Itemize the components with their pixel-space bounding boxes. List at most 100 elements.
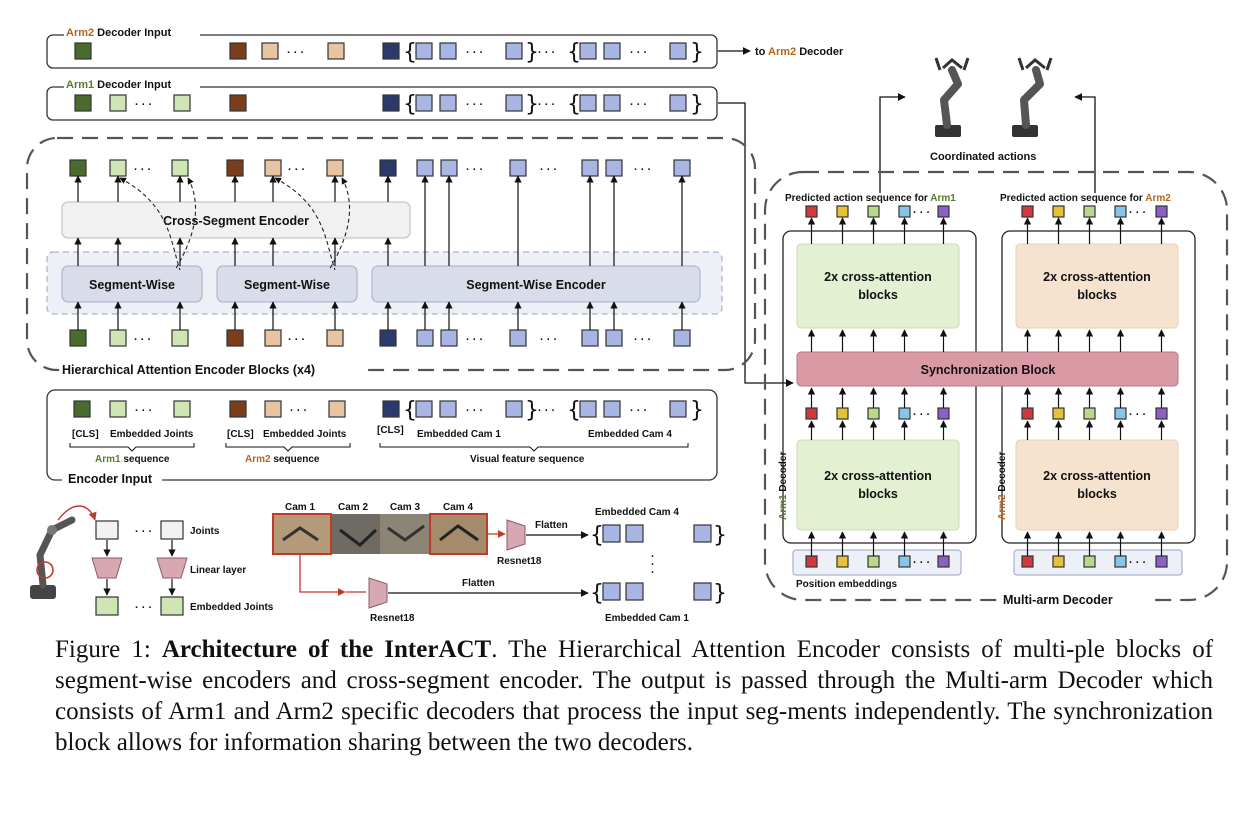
encoder-output-token [379, 159, 397, 177]
to-arm2-decoder-label: to Arm2 Decoder [755, 46, 844, 58]
encoder-block-input-token [416, 329, 434, 347]
robot-icon-arm1 [934, 57, 970, 137]
close-brace: } [690, 398, 704, 423]
arm2-bottom-cross-attn-line1: 2x cross-attention [1043, 469, 1151, 483]
arm1-cls-token [73, 400, 91, 418]
cam-token [439, 400, 457, 418]
position-embedding-token [1052, 555, 1065, 568]
pred-arm2-label: Predicted action sequence for Arm2 [1000, 193, 1171, 204]
robot-arm-icon [30, 505, 97, 599]
ellipsis: · · · [1129, 409, 1146, 421]
arm1-row-tokens: · · ·{· · ·}· · ·{· · ·} [74, 92, 704, 117]
cam-token [579, 94, 597, 112]
sync-block-label: Synchronization Block [921, 363, 1056, 377]
ellipsis: · · · [913, 207, 930, 219]
embedded-cam1-tokens: {} [590, 581, 727, 606]
cam1-image [273, 514, 331, 554]
figure-caption: Figure 1: Architecture of the InterACT. … [55, 634, 1213, 758]
close-brace: } [525, 92, 539, 117]
position-embedding-token [1083, 555, 1096, 568]
open-brace: { [567, 40, 581, 65]
cam-token [669, 94, 687, 112]
predicted-action-token [1052, 205, 1065, 218]
predicted-action-token [1083, 205, 1096, 218]
cross-attention-dashed-arrow [174, 177, 196, 271]
predicted-action-token [898, 205, 911, 218]
multi-arm-decoder: Coordinated actions Predicted action seq… [763, 57, 1229, 607]
arm1-sequence-label: Arm1 sequence [95, 454, 170, 465]
encoder-output-token [226, 159, 244, 177]
encoder-input: · · ·· · ·{· · ·}· · ·{· · ·} [CLS] Embe… [46, 389, 718, 486]
encoder-input-title: Encoder Input [68, 472, 153, 486]
ellipsis: · · · [913, 557, 930, 569]
embedded-joints-label-2: Embedded Joints [263, 429, 347, 440]
ellipsis: · · · [630, 99, 647, 111]
arm1-input-title: Arm1 Decoder Input [66, 79, 171, 91]
arm2-joint-token [328, 400, 346, 418]
multi-arm-decoder-title: Multi-arm Decoder [1003, 593, 1113, 607]
caption-body: . The Hierarchical Attention Encoder con… [55, 636, 1214, 756]
cam-token [693, 582, 712, 601]
arm1-top-cross-attn-line1: 2x cross-attention [824, 270, 932, 284]
cam4-image [430, 514, 487, 554]
predicted-action-token [1021, 205, 1034, 218]
position-embedding-token [836, 555, 849, 568]
embedded-joints-bottom-label: Embedded Joints [190, 602, 274, 613]
resnet-bottom-label: Resnet18 [370, 613, 415, 624]
encoder-output-token [440, 159, 458, 177]
encoder-output-tokens: · · ·· · ·· · ·· · ·· · · [69, 159, 691, 177]
cls-label-2: [CLS] [227, 429, 254, 440]
arm1-input-connector [718, 102, 794, 387]
cam-token [579, 42, 597, 60]
arm2-cls-token [229, 400, 247, 418]
cam-token [439, 94, 457, 112]
cameras-pipeline: Cam 1 Cam 2 Cam 3 Cam 4 Resnet18 Flatten… [272, 502, 727, 624]
encoder-block-input-token [326, 329, 344, 347]
ellipsis: · · · [630, 47, 647, 59]
open-brace: { [590, 523, 604, 548]
cam4-label: Cam 4 [443, 502, 473, 513]
arm2-decoder-input-row: Arm2 Decoder Input · · ·{· · ·}· · ·{· ·… [46, 27, 844, 69]
ellipsis: · · · [538, 405, 555, 417]
cam-token [669, 400, 687, 418]
segment-wise-label-2: Segment-Wise [244, 278, 330, 292]
encoder-output-token [509, 159, 527, 177]
encoder-output-token [605, 159, 623, 177]
position-embedding-token [867, 555, 880, 568]
joints-pipeline: · · · Joints Linear layer · · · Embedded… [30, 505, 274, 616]
cam-token [505, 94, 523, 112]
ellipsis: · · · [288, 164, 305, 176]
encoder-block-input-token [69, 329, 87, 347]
intermediate-token [1114, 407, 1127, 420]
ellipsis: · · · [466, 47, 483, 59]
position-embeddings-label: Position embeddings [796, 579, 898, 590]
cam-token [603, 94, 621, 112]
cam3-label: Cam 3 [390, 502, 420, 513]
cam-token [505, 42, 523, 60]
cam-token [625, 524, 644, 543]
arm1-joint-token [109, 94, 127, 112]
close-brace: } [713, 523, 727, 548]
intermediate-token [1052, 407, 1065, 420]
ellipsis: · · · [540, 164, 557, 176]
position-embedding-token [1114, 555, 1127, 568]
position-embedding-token [898, 555, 911, 568]
coordinated-actions-label: Coordinated actions [930, 151, 1036, 163]
encoder-input-tokens: · · ·· · ·{· · ·}· · ·{· · ·} [73, 398, 704, 423]
svg-text:· · ·: · · · [135, 526, 152, 538]
embedded-cam4-tokens: {} [590, 523, 727, 548]
arm2-sequence-label: Arm2 sequence [245, 454, 320, 465]
pred-arm1-label: Predicted action sequence for Arm1 [785, 193, 956, 204]
cam1-label: Cam 1 [285, 502, 315, 513]
encoder-output-token [673, 159, 691, 177]
intermediate-token [937, 407, 950, 420]
arm2-joint-token [327, 42, 345, 60]
close-brace: } [690, 40, 704, 65]
cam-cls-token [382, 400, 400, 418]
predicted-action-token [937, 205, 950, 218]
ellipsis: · · · [466, 99, 483, 111]
ellipsis: · · · [538, 99, 555, 111]
embedded-joints-label-1: Embedded Joints [110, 429, 194, 440]
robot-icon-arm2 [1012, 57, 1053, 137]
predicted-action-token [805, 205, 818, 218]
